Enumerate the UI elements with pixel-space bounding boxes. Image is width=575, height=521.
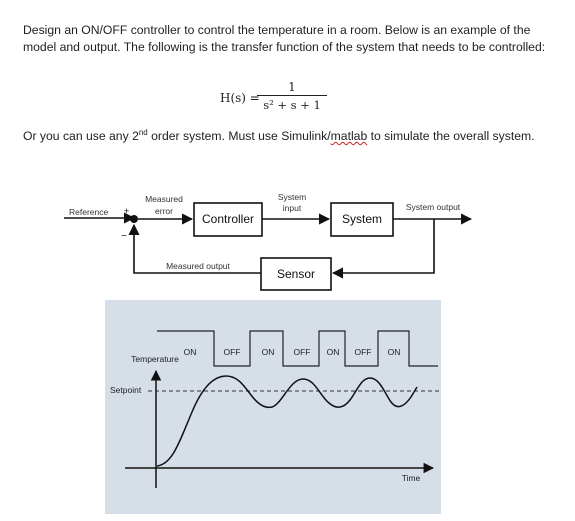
- system-block: [330, 202, 394, 237]
- state-label-off: OFF: [355, 347, 372, 357]
- state-label-off: OFF: [224, 347, 241, 357]
- setpoint-label: Setpoint: [110, 385, 142, 395]
- misspelled-word: matlab: [330, 129, 368, 143]
- minus-sign: −: [121, 231, 127, 242]
- sensor-label: Sensor: [277, 267, 315, 281]
- fraction-bar: [257, 95, 327, 96]
- formula-denominator: s² + s + 1: [263, 98, 321, 112]
- system-label: System: [342, 212, 382, 226]
- intro-text: Design an ON/OFF controller to control t…: [23, 23, 546, 54]
- formula-numerator: 1: [288, 80, 296, 94]
- state-labels: ON OFF ON OFF ON OFF ON: [184, 347, 401, 357]
- controller-label: Controller: [202, 212, 254, 226]
- intro-paragraph: Design an ON/OFF controller to control t…: [23, 22, 553, 55]
- measured-error-label-line2: error: [155, 206, 173, 216]
- note-paragraph: Or you can use any 2nd order system. Mus…: [23, 128, 563, 145]
- state-label-on: ON: [262, 347, 275, 357]
- system-input-label-line2: input: [283, 203, 302, 213]
- measured-output-line: [128, 223, 261, 274]
- formula-fraction: 1 s² + s + 1: [257, 80, 327, 112]
- state-label-on: ON: [327, 347, 340, 357]
- onoff-signal-line: [157, 330, 438, 367]
- temperature-curve: [156, 375, 418, 467]
- feedback-to-sensor-line: [331, 219, 435, 279]
- measured-error-label-line1: Measured: [145, 194, 183, 204]
- formula-lhs: H(s) =: [220, 91, 260, 105]
- summing-junction: [130, 215, 138, 223]
- sensor-block: [260, 257, 332, 291]
- onoff-chart: ON OFF ON OFF ON OFF ON Temperature Setpoint T…: [105, 300, 441, 514]
- state-label-off: OFF: [294, 347, 311, 357]
- note-superscript: nd: [138, 127, 148, 137]
- plus-sign: +: [124, 206, 129, 216]
- temperature-label: Temperature: [131, 354, 179, 364]
- measured-output-label: Measured output: [166, 261, 230, 271]
- reference-label: Reference: [69, 207, 108, 217]
- block-diagram: Reference + − Measured error Controller …: [64, 192, 473, 291]
- system-input-label-line1: System: [278, 192, 306, 202]
- note-suffix: to simulate the overall system.: [367, 129, 535, 143]
- state-label-on: ON: [388, 347, 401, 357]
- state-label-on: ON: [184, 347, 197, 357]
- note-prefix: Or you can use any 2: [23, 129, 139, 143]
- controller-block: [193, 202, 263, 237]
- system-output-label: System output: [406, 202, 461, 212]
- note-middle: order system. Must use Simulink/: [147, 129, 331, 143]
- time-label: Time: [402, 473, 421, 483]
